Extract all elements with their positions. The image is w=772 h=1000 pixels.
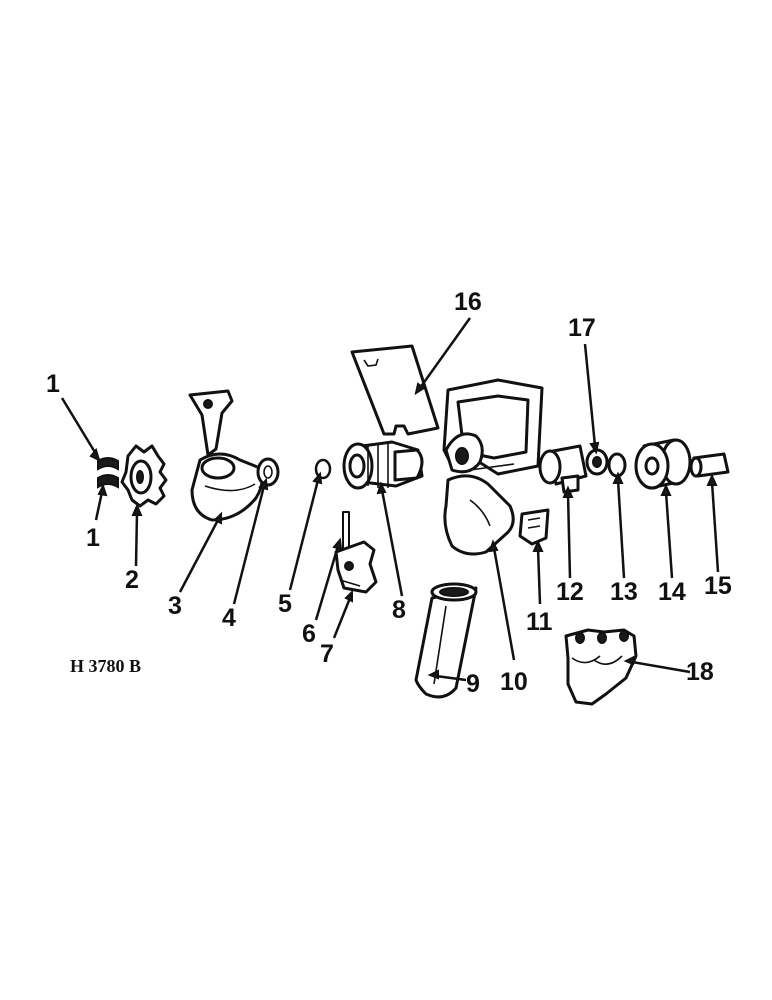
part-1-clips: [97, 457, 119, 489]
callout-18: 18: [686, 658, 714, 686]
part-2-gear: [120, 444, 168, 508]
leader-lines: [60, 317, 720, 682]
callout-6: 6: [302, 620, 316, 648]
callout-17: 17: [568, 314, 596, 342]
part-7-block: [334, 540, 378, 594]
callout-15: 15: [704, 572, 732, 600]
part-17-nut: [585, 448, 609, 476]
callout-8: 8: [392, 596, 406, 624]
drawing-code: H 3780 B: [70, 656, 141, 676]
callout-2: 2: [125, 566, 139, 594]
callout-12: 12: [556, 578, 584, 606]
part-11-clip: [518, 508, 550, 546]
part-8-hub: [342, 440, 424, 490]
part-4-washer: [256, 457, 280, 487]
part-13-washer: [607, 452, 627, 478]
callout-14: 14: [658, 578, 686, 606]
part-3-bracket: [188, 389, 264, 522]
callout-4: 4: [222, 604, 236, 632]
part-18-fork: [564, 628, 638, 706]
callout-3: 3: [168, 592, 182, 620]
part-6-pin: [342, 511, 350, 553]
callout-1-bottom: 1: [86, 524, 100, 552]
part-14-pulley: [634, 438, 692, 490]
callout-10: 10: [500, 668, 528, 696]
callout-5: 5: [278, 590, 292, 618]
callout-labels: 1 1 2 3 4 5 6 7 8 9 10 11 12 13 14 15 16…: [46, 288, 732, 698]
callout-9: 9: [466, 670, 480, 698]
callout-13: 13: [610, 578, 638, 606]
callout-16: 16: [454, 288, 482, 316]
callout-11: 11: [526, 608, 553, 636]
callout-7: 7: [320, 640, 334, 668]
part-12-bushing: [538, 444, 588, 494]
part-10-housing: [442, 378, 544, 556]
part-15-shaft: [689, 452, 730, 478]
part-16-gasket: [350, 344, 440, 436]
callout-1-top: 1: [46, 370, 60, 398]
